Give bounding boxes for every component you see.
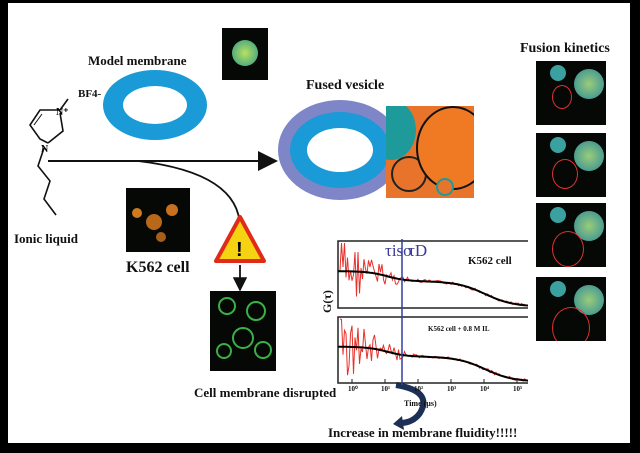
fusion-frame: t = 11 sec [536, 203, 606, 267]
warning-mark: ! [236, 239, 243, 261]
x-tick-label: 10⁴ [480, 385, 490, 393]
fusion-frame-time: t = 0 sec [536, 94, 538, 119]
x-tick-label: 10¹ [381, 385, 391, 393]
graphical-abstract: N⁺ N ! Model membrane Fused vesicle Fusi… [8, 3, 630, 443]
panel-1-label: K562 cell [468, 255, 512, 267]
anion-label: BF4- [78, 88, 102, 100]
chart-panel [337, 240, 528, 309]
fusion-frame-time: t = 19 sec [536, 307, 538, 335]
fusion-frame: t = 0 sec [536, 61, 606, 125]
fit-curve [338, 270, 528, 307]
x-tick-label: 10³ [447, 385, 457, 393]
chart-xlabel: Time (μs) [404, 399, 437, 408]
k562-cell-label: K562 cell [126, 259, 190, 276]
fusion-frame: t = 19 sec [536, 277, 606, 341]
fusion-frame-time: t = 11 sec [536, 233, 538, 261]
x-tick-label: 10² [414, 385, 424, 393]
fcs-chart [337, 239, 528, 385]
cell-disrupted-label: Cell membrane disrupted [194, 385, 337, 400]
svg-text:N⁺: N⁺ [56, 107, 69, 118]
fusion-frame: t = 7 sec [536, 133, 606, 197]
ionic-liquid-label: Ionic liquid [14, 231, 78, 246]
svg-text:N: N [41, 144, 49, 155]
x-tick-label: 10⁵ [513, 385, 523, 393]
tau-iso-label: τiso [385, 241, 412, 260]
fusion-kinetics-label: Fusion kinetics [520, 41, 610, 56]
k562-micrograph [126, 188, 190, 252]
model-membrane-label: Model membrane [88, 53, 187, 68]
data-trace [339, 242, 528, 307]
panel-2-label: K562 cell + 0.8 M IL [428, 325, 490, 333]
imidazolium-structure [29, 98, 69, 216]
fused-vesicle-label: Fused vesicle [306, 78, 385, 93]
conclusion-text: Increase in membrane fluidity!!!!! [328, 425, 518, 440]
fluidity-arrow [395, 382, 427, 426]
fused-vesicle-micrograph [386, 106, 474, 198]
warning-icon [214, 215, 266, 263]
fit-curve [338, 345, 528, 382]
diagram-graphics: N⁺ N ! [29, 70, 427, 430]
x-tick-label: 10⁰ [348, 385, 358, 393]
model-membrane-micrograph [222, 28, 268, 80]
tau-d-label: τD [408, 241, 428, 260]
fusion-frame-time: t = 7 sec [536, 166, 538, 191]
chart-panel [337, 316, 528, 384]
disrupted-cell-micrograph [210, 291, 276, 371]
